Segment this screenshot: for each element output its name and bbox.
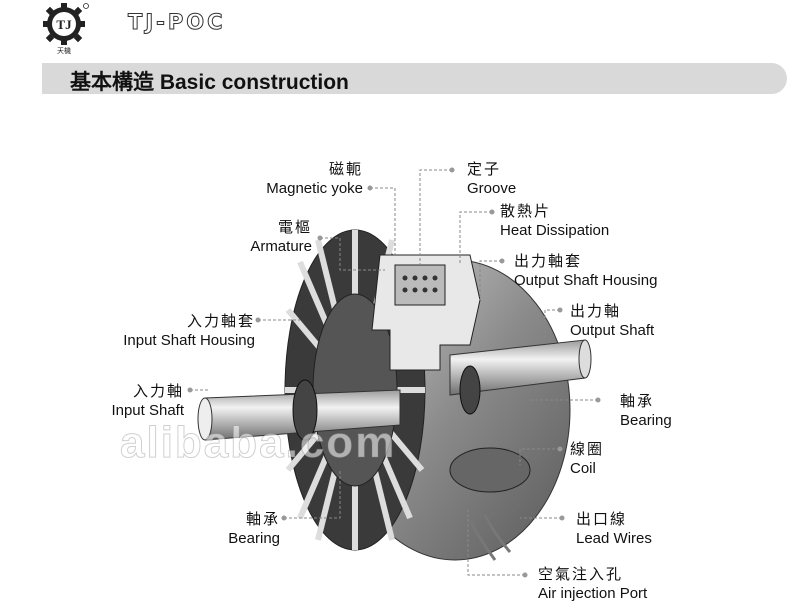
label-lead-wires: 出口線 Lead Wires — [576, 510, 652, 548]
label-magnetic-yoke-en: Magnetic yoke — [255, 179, 363, 198]
watermark: alibaba.com — [120, 418, 396, 468]
label-bearing-left-en: Bearing — [220, 529, 280, 548]
label-magnetic-yoke: 磁軛 Magnetic yoke — [255, 160, 363, 198]
label-coil-zh: 線圈 — [570, 440, 604, 459]
label-bearing-left: 軸承 Bearing — [220, 510, 280, 548]
label-magnetic-yoke-zh: 磁軛 — [255, 160, 363, 179]
label-air-injection-port: 空氣注入孔 Air injection Port — [538, 565, 647, 603]
label-coil-en: Coil — [570, 459, 604, 478]
label-groove-zh: 定子 — [467, 160, 516, 179]
right-bearing — [460, 366, 480, 414]
label-input-shaft: 入力軸 Input Shaft — [98, 382, 184, 420]
label-lead-wires-zh: 出口線 — [576, 510, 652, 529]
label-output-shaft: 出力軸 Output Shaft — [570, 302, 654, 340]
label-input-shaft-housing-en: Input Shaft Housing — [118, 331, 255, 350]
label-bearing-right-en: Bearing — [620, 411, 672, 430]
label-bearing-right-zh: 軸承 — [620, 392, 672, 411]
label-input-shaft-en: Input Shaft — [98, 401, 184, 420]
label-heat-dissipation: 散熱片 Heat Dissipation — [500, 202, 609, 240]
label-output-shaft-en: Output Shaft — [570, 321, 654, 340]
label-armature: 電樞 Armature — [238, 218, 312, 256]
label-lead-wires-en: Lead Wires — [576, 529, 652, 548]
label-heat-dissipation-en: Heat Dissipation — [500, 221, 609, 240]
label-input-shaft-housing: 入力軸套 Input Shaft Housing — [118, 312, 255, 350]
coil-ring — [450, 448, 530, 492]
label-armature-zh: 電樞 — [238, 218, 312, 237]
label-armature-en: Armature — [238, 237, 312, 256]
label-input-shaft-zh: 入力軸 — [98, 382, 184, 401]
label-coil: 線圈 Coil — [570, 440, 604, 478]
label-input-shaft-housing-zh: 入力軸套 — [118, 312, 255, 331]
label-output-shaft-housing-en: Output Shaft Housing — [514, 271, 657, 290]
label-heat-dissipation-zh: 散熱片 — [500, 202, 609, 221]
label-bearing-left-zh: 軸承 — [220, 510, 280, 529]
label-output-shaft-housing-zh: 出力軸套 — [514, 252, 657, 271]
groove-block — [395, 265, 445, 305]
label-air-injection-port-zh: 空氣注入孔 — [538, 565, 647, 584]
label-output-shaft-zh: 出力軸 — [570, 302, 654, 321]
label-groove: 定子 Groove — [467, 160, 516, 198]
label-groove-en: Groove — [467, 179, 516, 198]
label-air-injection-port-en: Air injection Port — [538, 584, 647, 603]
label-bearing-right: 軸承 Bearing — [620, 392, 672, 430]
label-output-shaft-housing: 出力軸套 Output Shaft Housing — [514, 252, 657, 290]
